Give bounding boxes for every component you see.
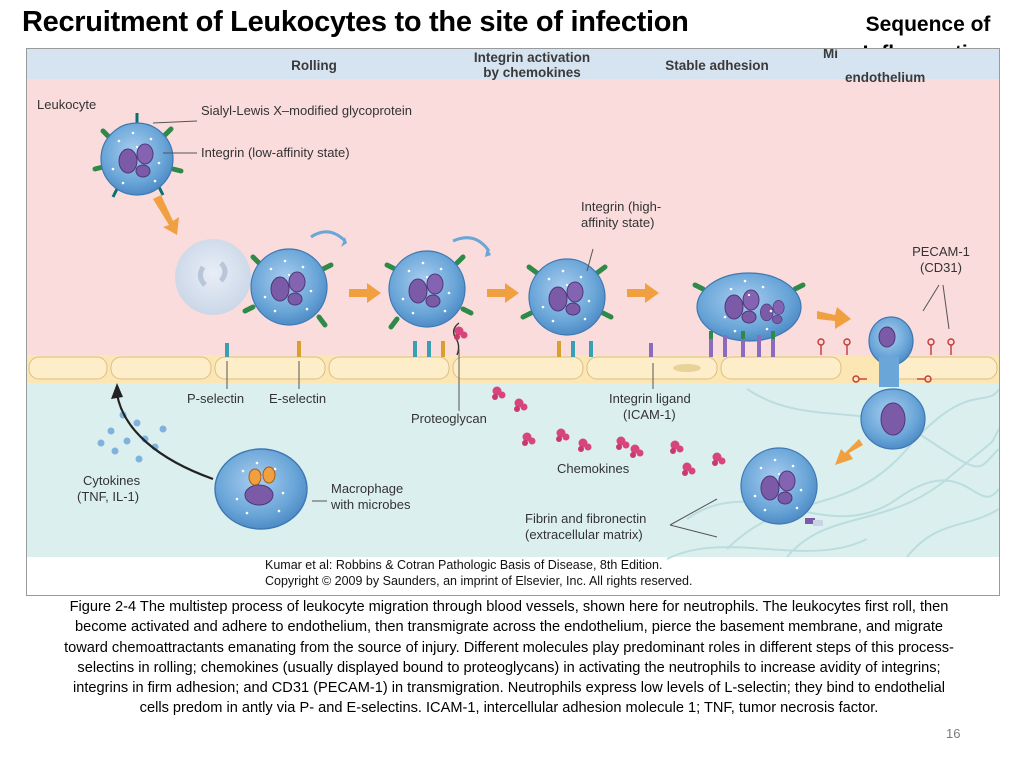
label-cytokines-1: Cytokines	[83, 473, 141, 488]
leukocyte-migrated	[740, 447, 823, 526]
label-pecam-1: PECAM-1	[912, 244, 970, 259]
label-leukocyte: Leukocyte	[37, 97, 96, 112]
leukocyte-recruitment-figure: Rolling Integrin activation by chemokine…	[26, 48, 1000, 596]
label-e-selectin: E-selectin	[269, 391, 326, 406]
credit-line-2: Copyright © 2009 by Saunders, an imprint…	[265, 574, 692, 588]
header-integrin-activation-line2: by chemokines	[483, 65, 581, 80]
endothelial-receptors	[225, 322, 955, 383]
macrophage	[214, 448, 308, 530]
label-chemokines: Chemokines	[557, 461, 630, 476]
label-macrophage-2: with microbes	[330, 497, 411, 512]
leukocyte-stable-adhesion	[692, 272, 806, 342]
label-cytokines-2: (TNF, IL-1)	[77, 489, 139, 504]
tissue-band	[27, 379, 999, 557]
leader-lines	[152, 120, 950, 538]
leukocyte-rolling-1	[242, 230, 347, 328]
label-proteoglycan: Proteoglycan	[411, 411, 487, 426]
leukocyte-rolling-2	[384, 236, 491, 330]
label-fibrin-2: (extracellular matrix)	[525, 527, 643, 542]
process-arrows	[153, 195, 863, 465]
header-migration-fragment: Mi	[823, 49, 838, 61]
cytokine-dots	[97, 411, 167, 463]
label-integrin-ligand-1: Integrin ligand	[609, 391, 691, 406]
badge-line-1: Sequence of	[865, 13, 991, 36]
vessel-lumen-band	[27, 79, 999, 357]
leukocyte-activated	[520, 258, 614, 336]
label-macrophage-1: Macrophage	[331, 481, 403, 496]
slide-title: Recruitment of Leukocytes to the site of…	[22, 6, 689, 38]
header-rolling: Rolling	[291, 58, 337, 73]
label-integrin-low: Integrin (low-affinity state)	[201, 145, 350, 160]
label-integrin-high-1: Integrin (high-	[581, 199, 661, 214]
rolling-ghost-cell	[175, 239, 251, 315]
leukocyte-free	[92, 113, 184, 198]
header-stable-adhesion: Stable adhesion	[665, 58, 769, 73]
label-fibrin-1: Fibrin and fibronectin	[525, 511, 646, 526]
figure-caption: Figure 2-4 The multistep process of leuk…	[64, 599, 954, 717]
label-integrin-ligand-2: (ICAM-1)	[623, 407, 676, 422]
credit-line-1: Kumar et al: Robbins & Cotran Pathologic…	[265, 558, 662, 572]
page-number: 16	[946, 726, 961, 741]
credit-band	[27, 557, 999, 595]
cytokine-signal-arrow	[111, 383, 214, 481]
label-pecam-2: (CD31)	[920, 260, 962, 275]
label-p-selectin: P-selectin	[187, 391, 244, 406]
endothelium-layer	[27, 355, 999, 383]
label-sialyl-lewis: Sialyl-Lewis X–modified glycoprotein	[201, 103, 412, 118]
header-endothelium-fragment: endothelium	[845, 70, 925, 85]
label-integrin-high-2: affinity state)	[581, 215, 654, 230]
leukocyte-transmigrating	[860, 316, 926, 450]
header-integrin-activation-line1: Integrin activation	[474, 50, 590, 65]
header-band	[27, 49, 999, 79]
